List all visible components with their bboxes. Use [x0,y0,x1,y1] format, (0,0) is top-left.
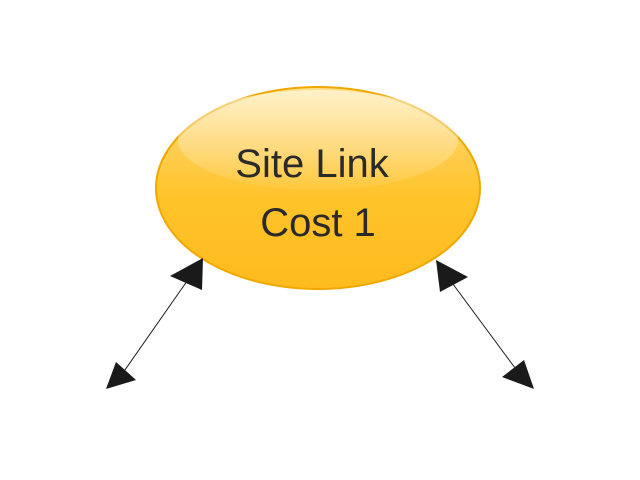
left-connector-line [119,273,193,378]
node-label-line1: Site Link [235,142,389,186]
right-connector[interactable] [436,260,534,389]
left-connector-bottom-arrowhead-icon [106,362,136,389]
node-label-line2: Cost 1 [260,201,376,245]
left-connector[interactable] [106,258,203,389]
site-link-node[interactable]: Site Link Cost 1 [155,86,481,290]
right-connector-top-arrowhead-icon [436,260,468,292]
site-link-oval-gloss [178,90,458,190]
right-connector-bottom-arrowhead-icon [502,360,534,389]
left-connector-top-arrowhead-icon [170,258,203,290]
right-connector-line [446,275,522,377]
